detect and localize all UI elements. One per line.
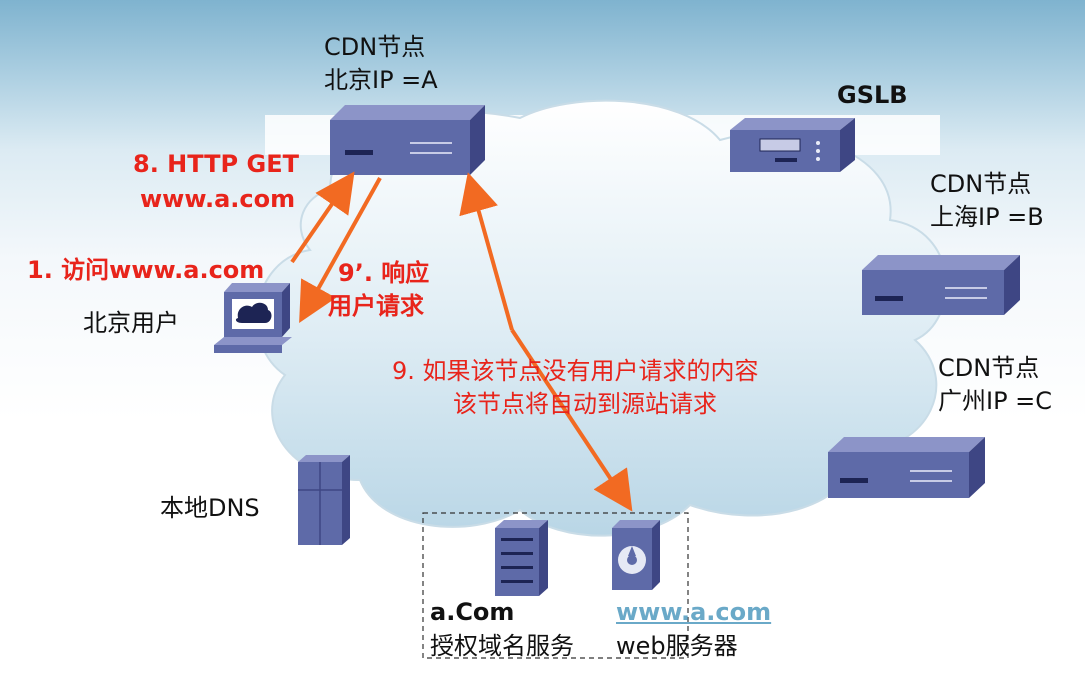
cdn-a-title: CDN节点	[324, 33, 426, 61]
computer-icon	[214, 283, 292, 353]
web-server-link[interactable]: www.a.com	[616, 598, 772, 626]
origin-box	[422, 512, 689, 659]
step8-line1: 8. HTTP GET	[133, 150, 299, 178]
gslb-device-icon	[730, 118, 855, 172]
cdn-c-title: CDN节点	[938, 354, 1040, 382]
dns-server-icon	[298, 455, 350, 545]
router-icon	[862, 255, 1020, 315]
server-icon	[495, 520, 548, 596]
step9-line1: 9. 如果该节点没有用户请求的内容	[392, 357, 759, 385]
web-server-icon	[612, 520, 660, 590]
arrow-icon	[290, 171, 633, 512]
web-server-role: web服务器	[616, 632, 738, 660]
step9p-line1: 9’. 响应	[338, 259, 430, 287]
cdn-c-ip: 广州IP =C	[938, 387, 1053, 415]
cdn-b-title: CDN节点	[930, 170, 1032, 198]
router-icon	[330, 105, 485, 175]
step9-line2: 该节点将自动到源站请求	[453, 390, 717, 418]
cdn-b-ip: 上海IP =B	[930, 203, 1044, 231]
cdn-a-ip: 北京IP =A	[324, 66, 438, 94]
auth-dns-role: 授权域名服务	[430, 632, 574, 660]
auth-dns-name: a.Com	[430, 598, 515, 626]
user-label: 北京用户	[83, 309, 179, 337]
gslb-title: GSLB	[837, 81, 908, 109]
router-icon	[828, 437, 985, 498]
step8-line2: www.a.com	[140, 185, 296, 213]
local-dns-label: 本地DNS	[160, 494, 260, 522]
step1-label: 1. 访问www.a.com	[27, 256, 265, 284]
step9p-line2: 用户请求	[328, 292, 424, 320]
